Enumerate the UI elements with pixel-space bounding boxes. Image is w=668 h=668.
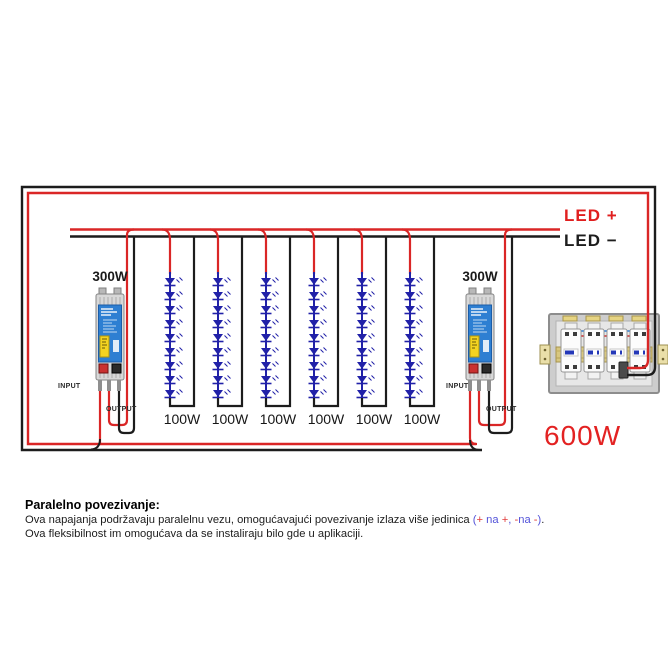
- breaker-module: [606, 322, 628, 380]
- ac-loop-negative-wire: [20, 185, 657, 452]
- psu-left-body: [95, 287, 125, 392]
- din-rail-tab-right: [657, 344, 668, 365]
- strip-power-label: 100W: [259, 411, 297, 427]
- strip-power-label: 100W: [163, 411, 201, 427]
- psu-left-power-label: 300W: [92, 269, 128, 284]
- psu-right-body: [465, 287, 495, 392]
- psu-right-power-label: 300W: [462, 269, 498, 284]
- description-line-2: Ova fleksibilnost im omogućava da se ins…: [25, 527, 364, 540]
- strip-power-label: 100W: [355, 411, 393, 427]
- psu-right-output-negative: [487, 236, 514, 435]
- ac-loop-positive-wire: [26, 191, 650, 446]
- psu-left-output-label: OUTPUT: [106, 406, 137, 413]
- psu-left-input-label: INPUT: [58, 383, 81, 390]
- din-rail-tab-left: [539, 344, 551, 365]
- breaker-module: [560, 322, 582, 380]
- strip-power-label: 100W: [211, 411, 249, 427]
- led-strip: [210, 230, 242, 407]
- breaker-module: [583, 322, 605, 380]
- strip-power-label: 100W: [307, 411, 345, 427]
- psu-right-output-positive: [477, 228, 513, 427]
- led-strip: [354, 230, 386, 407]
- psu-right-input-label: INPUT: [446, 383, 469, 390]
- led-strip: [306, 230, 338, 407]
- bus-positive-label: LED +: [564, 206, 618, 225]
- psu-left-output-positive: [107, 228, 135, 427]
- led-strip: [402, 230, 434, 407]
- bus-negative-label: LED −: [564, 231, 618, 250]
- total-power-label: 600W: [544, 420, 622, 451]
- panel-cable-terminal: [618, 361, 629, 379]
- description-block: Paralelno povezivanje: Ova napajanja pod…: [25, 498, 645, 541]
- led-strip: [258, 230, 290, 407]
- psu-right-output-label: OUTPUT: [486, 406, 517, 413]
- strip-power-label: 100W: [403, 411, 441, 427]
- circuit-breaker-panel: [539, 313, 668, 394]
- description-line-1: Ova napajanja podržavaju paralelnu vezu,…: [25, 514, 545, 526]
- psu-left-output-negative: [117, 236, 136, 435]
- psu-right-input-wire: [468, 391, 478, 446]
- polarity-note: (+ na +, -na -): [472, 514, 542, 526]
- led-strip: [162, 230, 194, 407]
- description-title: Paralelno povezivanje:: [25, 498, 160, 512]
